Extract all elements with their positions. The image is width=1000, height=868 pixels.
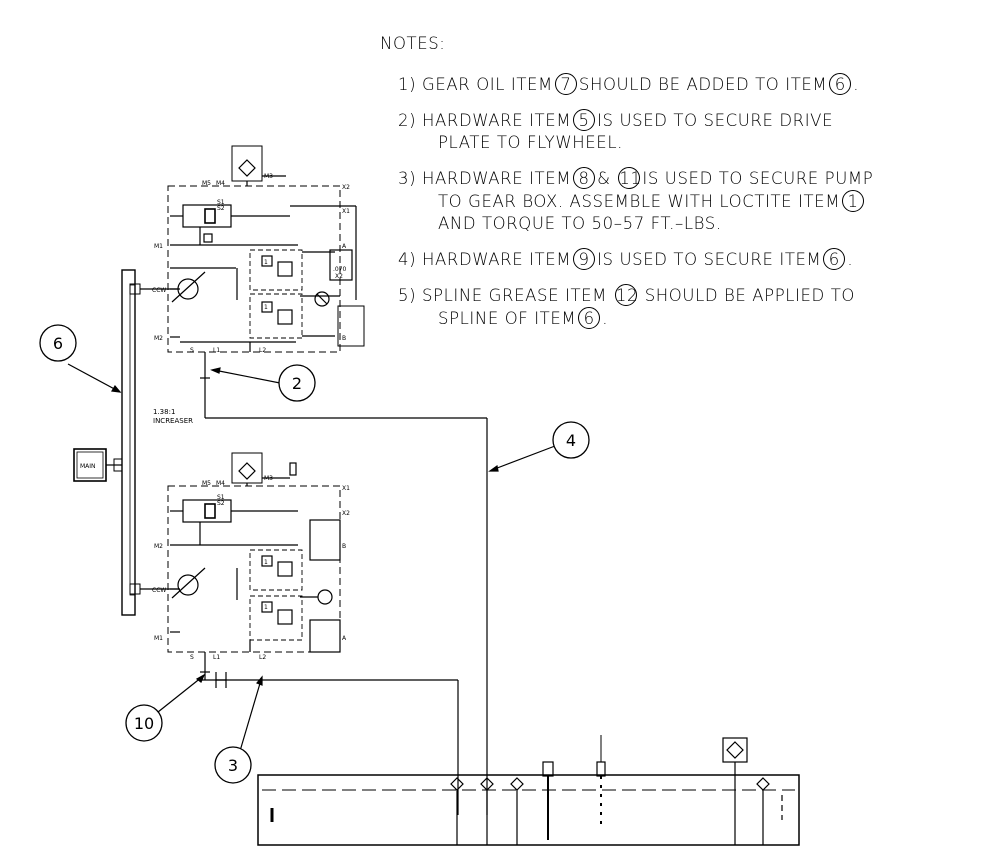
svg-text:L1: L1 xyxy=(213,654,220,661)
svg-text:X1: X1 xyxy=(342,208,350,215)
item-callout: 6 xyxy=(829,73,852,95)
hose-lines xyxy=(200,378,488,815)
svg-text:6: 6 xyxy=(53,334,63,353)
svg-text:B: B xyxy=(342,543,346,550)
svg-text:10: 10 xyxy=(134,714,154,733)
svg-text:M5: M5 xyxy=(202,180,211,187)
svg-text:1: 1 xyxy=(264,259,268,266)
schematic-labels: 1.38:1 INCREASER MAIN CCW CCW M1 M2 M2 M… xyxy=(80,173,350,661)
svg-text:S2: S2 xyxy=(217,500,225,507)
balloon-4: 4 xyxy=(552,421,590,459)
note-5: 5) SPLINE GREASE ITEM 12 SHOULD BE APPLI… xyxy=(398,284,855,329)
svg-text:S: S xyxy=(190,347,194,354)
item-callout: 6 xyxy=(823,248,846,270)
balloon-2: 2 xyxy=(278,364,316,402)
balloon-3: 3 xyxy=(214,746,252,784)
increaser-gearbox xyxy=(73,269,180,616)
main-engine-label: MAIN xyxy=(80,463,96,470)
svg-text:M5: M5 xyxy=(202,480,211,487)
svg-text:.070: .070 xyxy=(333,266,347,273)
svg-text:CCW: CCW xyxy=(152,287,166,294)
svg-text:1: 1 xyxy=(264,604,268,611)
item-callout: 6 xyxy=(578,307,601,329)
item-callout: 5 xyxy=(573,109,596,131)
item-callout: 9 xyxy=(573,248,596,270)
svg-text:4: 4 xyxy=(566,431,576,450)
item-callout: 1 xyxy=(842,190,865,212)
lower-pump-circuit xyxy=(167,452,341,680)
svg-text:1: 1 xyxy=(264,304,268,311)
svg-text:M4: M4 xyxy=(216,180,225,187)
svg-text:3: 3 xyxy=(228,756,238,775)
callout-balloons: 6 2 4 10 3 xyxy=(39,324,590,784)
svg-text:S1: S1 xyxy=(217,199,225,206)
svg-text:CCW: CCW xyxy=(152,587,166,594)
svg-text:L1: L1 xyxy=(213,347,220,354)
svg-text:2: 2 xyxy=(292,374,302,393)
svg-text:X1: X1 xyxy=(342,485,350,492)
svg-text:M4: M4 xyxy=(216,480,225,487)
item-callout: 11 xyxy=(618,167,642,189)
svg-text:M2: M2 xyxy=(154,335,163,342)
svg-text:X2: X2 xyxy=(335,273,343,280)
svg-text:M3: M3 xyxy=(264,475,273,482)
upper-pump-circuit xyxy=(167,145,365,379)
item-callout: 7 xyxy=(554,73,577,95)
notes-title: NOTES: xyxy=(380,34,446,53)
item-callout: 8 xyxy=(573,167,596,189)
svg-text:1: 1 xyxy=(264,559,268,566)
svg-text:A: A xyxy=(342,243,347,250)
svg-text:M2: M2 xyxy=(154,543,163,550)
callout-leaders xyxy=(67,363,556,752)
reservoir-tank xyxy=(257,735,800,846)
svg-text:L2: L2 xyxy=(259,347,266,354)
svg-text:S1: S1 xyxy=(217,494,225,501)
balloon-10: 10 xyxy=(125,704,163,742)
balloon-6: 6 xyxy=(39,324,77,362)
svg-text:M1: M1 xyxy=(154,243,163,250)
svg-text:S: S xyxy=(190,654,194,661)
svg-text:B: B xyxy=(342,335,346,342)
svg-text:A: A xyxy=(342,635,347,642)
increaser-label: INCREASER xyxy=(153,417,193,425)
item-callout: 12 xyxy=(614,284,639,306)
svg-text:M1: M1 xyxy=(154,635,163,642)
svg-text:L2: L2 xyxy=(259,654,266,661)
svg-text:X2: X2 xyxy=(342,184,350,191)
svg-text:M3: M3 xyxy=(264,173,273,180)
increaser-ratio-label: 1.38:1 xyxy=(153,408,175,416)
svg-text:X2: X2 xyxy=(342,510,350,517)
svg-text:S2: S2 xyxy=(217,205,225,212)
